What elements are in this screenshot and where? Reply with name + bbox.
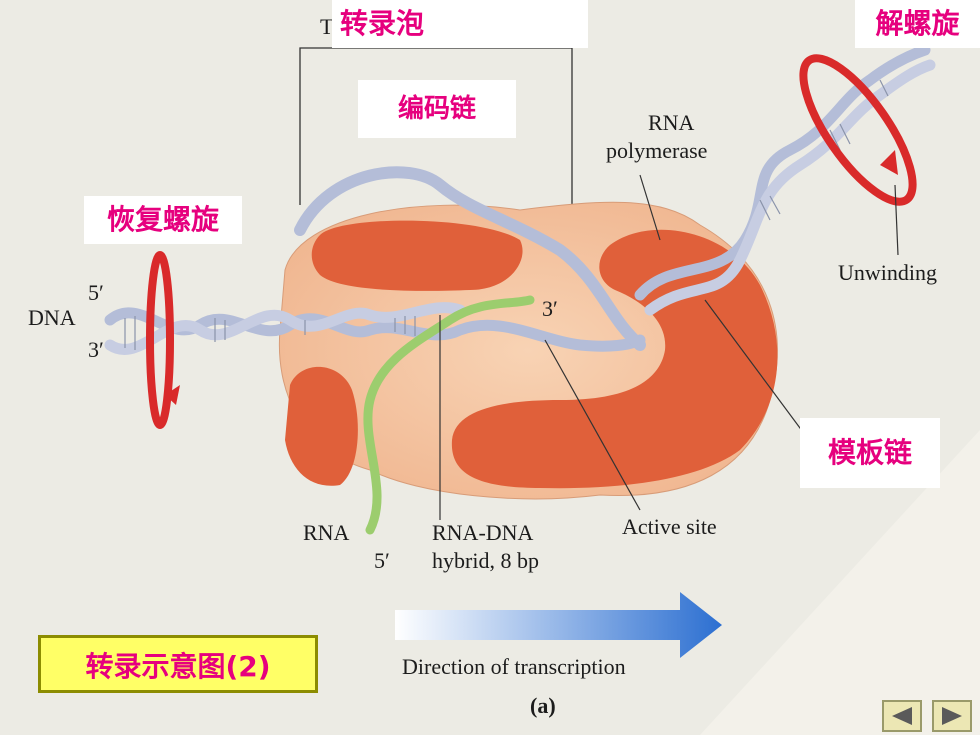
unwinding-arrow-icon bbox=[799, 54, 917, 206]
panel-label: (a) bbox=[530, 693, 556, 718]
template-strand-annotation: 模板链 bbox=[800, 418, 940, 488]
three-prime-bottom-label: 3′ bbox=[88, 337, 104, 362]
transcription-bubble-annotation: 转录泡 bbox=[332, 0, 588, 48]
rna-polymerase-label-line2: polymerase bbox=[606, 138, 708, 163]
hybrid-label-line1: RNA-DNA bbox=[432, 520, 534, 545]
rewinding-arrow-icon bbox=[146, 251, 180, 429]
leader-lines bbox=[439, 174, 899, 520]
three-prime-rna-label: 3′ bbox=[542, 296, 558, 321]
five-prime-top-label: 5′ bbox=[88, 280, 104, 305]
rewinding-annotation: 恢复螺旋 bbox=[84, 196, 242, 244]
bubble-bracket bbox=[299, 47, 573, 205]
next-slide-button[interactable] bbox=[932, 700, 972, 732]
five-prime-rna-label: 5′ bbox=[374, 548, 390, 573]
enzyme-lobe-top bbox=[311, 220, 523, 291]
unwinding-annotation: 解螺旋 bbox=[855, 0, 980, 48]
rna-strand bbox=[363, 295, 535, 535]
hybrid-label-line2: hybrid, 8 bp bbox=[432, 548, 539, 573]
coding-strand bbox=[294, 166, 646, 351]
active-site-label: Active site bbox=[622, 514, 717, 539]
triangle-right-icon bbox=[942, 707, 962, 725]
dna-label: DNA bbox=[28, 305, 76, 330]
previous-slide-button[interactable] bbox=[882, 700, 922, 732]
dna-helix-right bbox=[634, 44, 936, 316]
coding-strand-annotation: 编码链 bbox=[358, 80, 516, 138]
slide-title: 转录示意图(2) bbox=[38, 635, 318, 693]
direction-arrow-icon bbox=[395, 592, 722, 658]
top-label-fragment: T bbox=[320, 14, 334, 39]
rna-polymerase-label-line1: RNA bbox=[648, 110, 695, 135]
paper-corner bbox=[700, 430, 980, 735]
rna-label: RNA bbox=[303, 520, 350, 545]
triangle-left-icon bbox=[892, 707, 912, 725]
direction-label: Direction of transcription bbox=[402, 654, 626, 679]
unwinding-label: Unwinding bbox=[838, 260, 937, 285]
enzyme-lobe-left bbox=[285, 366, 358, 486]
